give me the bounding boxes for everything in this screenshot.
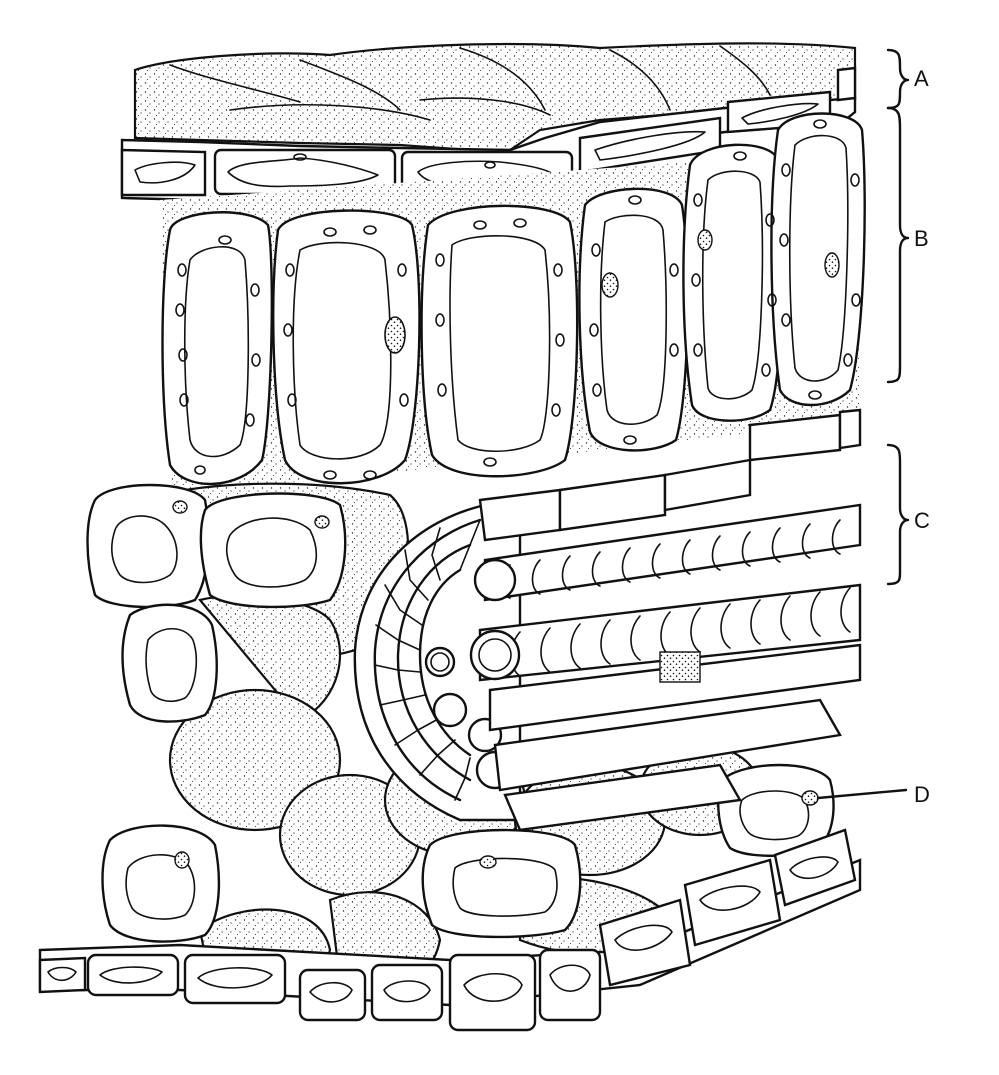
bracket-c: [886, 443, 910, 586]
pointer-d: [816, 788, 908, 800]
label-brackets: [816, 48, 910, 800]
vascular-bundle: [353, 408, 862, 832]
label-a: A: [914, 66, 929, 91]
palisade-mesophyll: [160, 112, 866, 495]
label-b: B: [914, 226, 929, 251]
label-d: D: [914, 782, 930, 807]
lower-epidermis: [38, 828, 862, 1032]
bracket-b: [886, 106, 910, 384]
bracket-a: [886, 48, 910, 110]
label-c: C: [914, 508, 930, 533]
spongy-mesophyll: [86, 482, 835, 992]
